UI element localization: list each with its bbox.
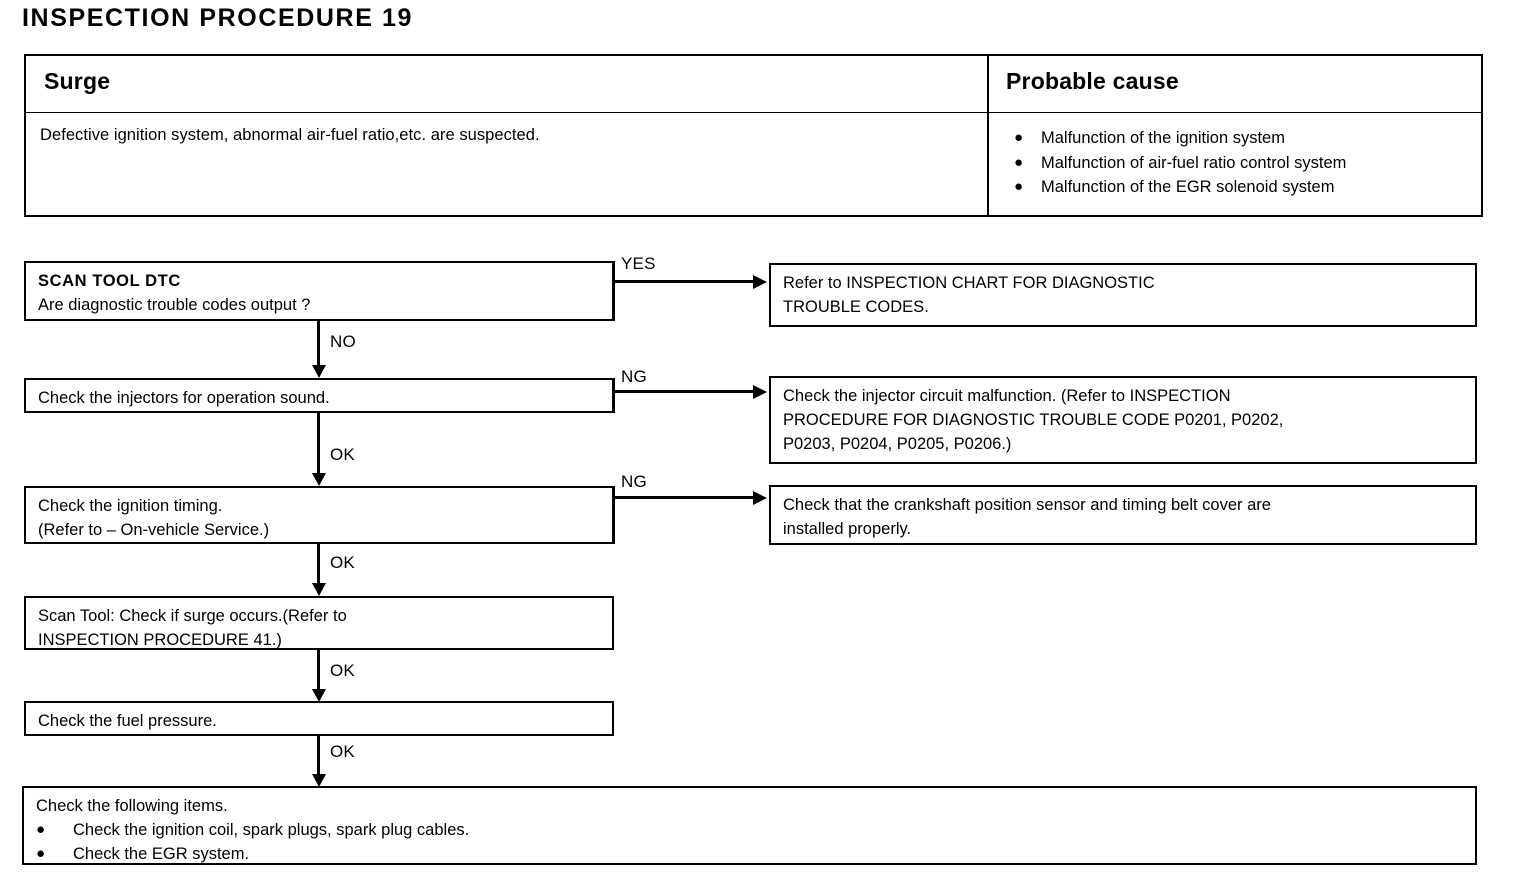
flow-result-crankshaft-sensor-text: Check that the crankshaft position senso… bbox=[783, 493, 1469, 541]
yes-branch-arrowhead bbox=[753, 274, 767, 289]
flow-step-heading: SCAN TOOL DTC bbox=[38, 272, 181, 290]
list-item: ● Check the ignition coil, spark plugs, … bbox=[36, 818, 1469, 842]
ok-branch-line-4 bbox=[317, 736, 320, 776]
edge-label-ng-1: NG bbox=[621, 367, 647, 386]
list-item: ● Check the EGR system. bbox=[36, 842, 1469, 866]
flow-step-line-1: Check the ignition timing. bbox=[38, 497, 223, 515]
result-line-1: Check that the crankshaft position senso… bbox=[783, 496, 1271, 514]
edge-label-ok-4: OK bbox=[330, 742, 355, 761]
no-branch-line bbox=[317, 321, 320, 367]
flow-step-check-injectors: Check the injectors for operation sound. bbox=[24, 378, 614, 413]
bullet-icon: ● bbox=[36, 821, 46, 838]
flow-step-line-1: Scan Tool: Check if surge occurs.(Refer … bbox=[38, 607, 347, 625]
ok-branch-line-3 bbox=[317, 650, 320, 691]
probable-cause-list: ● Malfunction of the ignition system ● M… bbox=[1014, 126, 1484, 200]
ng-branch-line-2 bbox=[612, 496, 757, 499]
table-header-row bbox=[26, 56, 1481, 113]
table-header-symptom: Surge bbox=[44, 68, 111, 94]
ng-branch-stub-1 bbox=[612, 378, 615, 413]
result-line-2: TROUBLE CODES. bbox=[783, 298, 929, 316]
no-branch-arrowhead bbox=[311, 365, 326, 378]
symptom-description: Defective ignition system, abnormal air-… bbox=[40, 126, 540, 144]
ng-branch-arrowhead-2 bbox=[753, 490, 767, 505]
bullet-icon: ● bbox=[1014, 178, 1024, 195]
edge-label-ok-3: OK bbox=[330, 661, 355, 680]
flow-step-line-2: INSPECTION PROCEDURE 41.) bbox=[38, 631, 282, 649]
flow-result-injector-circuit-text: Check the injector circuit malfunction. … bbox=[783, 384, 1469, 456]
edge-label-ok-2: OK bbox=[330, 553, 355, 572]
edge-label-ok-1: OK bbox=[330, 445, 355, 464]
result-line-2: installed properly. bbox=[783, 520, 912, 538]
ng-branch-arrowhead-1 bbox=[753, 384, 767, 399]
ok-branch-arrowhead-2 bbox=[311, 583, 326, 596]
flow-step-scan-tool-surge: Scan Tool: Check if surge occurs.(Refer … bbox=[24, 596, 614, 650]
flow-step-check-ignition-timing-text: Check the ignition timing. (Refer to – O… bbox=[38, 494, 606, 542]
bullet-icon: ● bbox=[36, 845, 46, 862]
edge-label-no: NO bbox=[330, 332, 356, 351]
bullet-icon: ● bbox=[1014, 129, 1024, 146]
result-line-1: Check the injector circuit malfunction. … bbox=[783, 387, 1231, 405]
flow-step-check-ignition-timing: Check the ignition timing. (Refer to – O… bbox=[24, 486, 614, 544]
table-column-divider bbox=[987, 56, 989, 215]
flow-result-refer-inspection-chart: Refer to INSPECTION CHART FOR DIAGNOSTIC… bbox=[769, 263, 1477, 327]
list-item-label: Check the ignition coil, spark plugs, sp… bbox=[73, 821, 470, 839]
ng-branch-stub-2 bbox=[612, 486, 615, 544]
list-item-label: Malfunction of the EGR solenoid system bbox=[1041, 178, 1335, 196]
symptom-cause-table: Surge Probable cause Defective ignition … bbox=[24, 54, 1483, 217]
result-line-1: Refer to INSPECTION CHART FOR DIAGNOSTIC bbox=[783, 274, 1155, 292]
flow-step-question: Are diagnostic trouble codes output ? bbox=[38, 296, 311, 314]
flow-result-refer-inspection-chart-text: Refer to INSPECTION CHART FOR DIAGNOSTIC… bbox=[783, 271, 1469, 319]
flow-step-line-2: (Refer to – On-vehicle Service.) bbox=[38, 521, 270, 539]
flow-step-scan-tool-dtc-text: SCAN TOOL DTC Are diagnostic trouble cod… bbox=[38, 269, 606, 317]
flow-step-label: Check the injectors for operation sound. bbox=[38, 389, 330, 407]
flow-step-scan-tool-dtc: SCAN TOOL DTC Are diagnostic trouble cod… bbox=[24, 261, 614, 321]
list-item-label: Malfunction of air-fuel ratio control sy… bbox=[1041, 153, 1347, 172]
flow-result-crankshaft-sensor: Check that the crankshaft position senso… bbox=[769, 485, 1477, 545]
list-item: ● Malfunction of air-fuel ratio control … bbox=[1014, 151, 1484, 176]
list-item: ● Malfunction of the ignition system bbox=[1014, 126, 1484, 151]
result-line-2: PROCEDURE FOR DIAGNOSTIC TROUBLE CODE P0… bbox=[783, 411, 1284, 429]
flow-step-check-fuel-pressure-text: Check the fuel pressure. bbox=[38, 709, 606, 733]
flow-step-check-following-items: Check the following items. ● Check the i… bbox=[22, 786, 1477, 865]
flow-step-scan-tool-surge-text: Scan Tool: Check if surge occurs.(Refer … bbox=[38, 604, 606, 652]
ok-branch-arrowhead-1 bbox=[311, 473, 326, 486]
yes-branch-stub bbox=[612, 261, 615, 321]
flow-step-check-injectors-text: Check the injectors for operation sound. bbox=[38, 386, 606, 410]
flow-step-intro: Check the following items. bbox=[36, 797, 228, 815]
list-item-label: Malfunction of the ignition system bbox=[1041, 129, 1285, 147]
ok-branch-arrowhead-3 bbox=[311, 689, 326, 702]
yes-branch-line bbox=[612, 280, 757, 283]
ok-branch-arrowhead-4 bbox=[311, 774, 326, 787]
edge-label-ng-2: NG bbox=[621, 472, 647, 491]
edge-label-yes: YES bbox=[621, 254, 656, 273]
ok-branch-line-2 bbox=[317, 544, 320, 585]
ok-branch-line-1 bbox=[317, 413, 320, 475]
flow-result-injector-circuit: Check the injector circuit malfunction. … bbox=[769, 376, 1477, 464]
table-header-probable-cause: Probable cause bbox=[1006, 68, 1179, 94]
ng-branch-line-1 bbox=[612, 390, 757, 393]
list-item: ● Malfunction of the EGR solenoid system bbox=[1014, 175, 1484, 200]
flow-step-check-following-items-text: Check the following items. ● Check the i… bbox=[36, 794, 1469, 866]
result-line-3: P0203, P0204, P0205, P0206.) bbox=[783, 435, 1012, 453]
list-item-label: Check the EGR system. bbox=[73, 845, 250, 863]
flow-step-label: Check the fuel pressure. bbox=[38, 712, 217, 730]
bullet-icon: ● bbox=[1014, 153, 1024, 171]
page-title: INSPECTION PROCEDURE 19 bbox=[22, 4, 414, 32]
check-items-list: ● Check the ignition coil, spark plugs, … bbox=[36, 818, 1469, 866]
flow-step-check-fuel-pressure: Check the fuel pressure. bbox=[24, 701, 614, 736]
